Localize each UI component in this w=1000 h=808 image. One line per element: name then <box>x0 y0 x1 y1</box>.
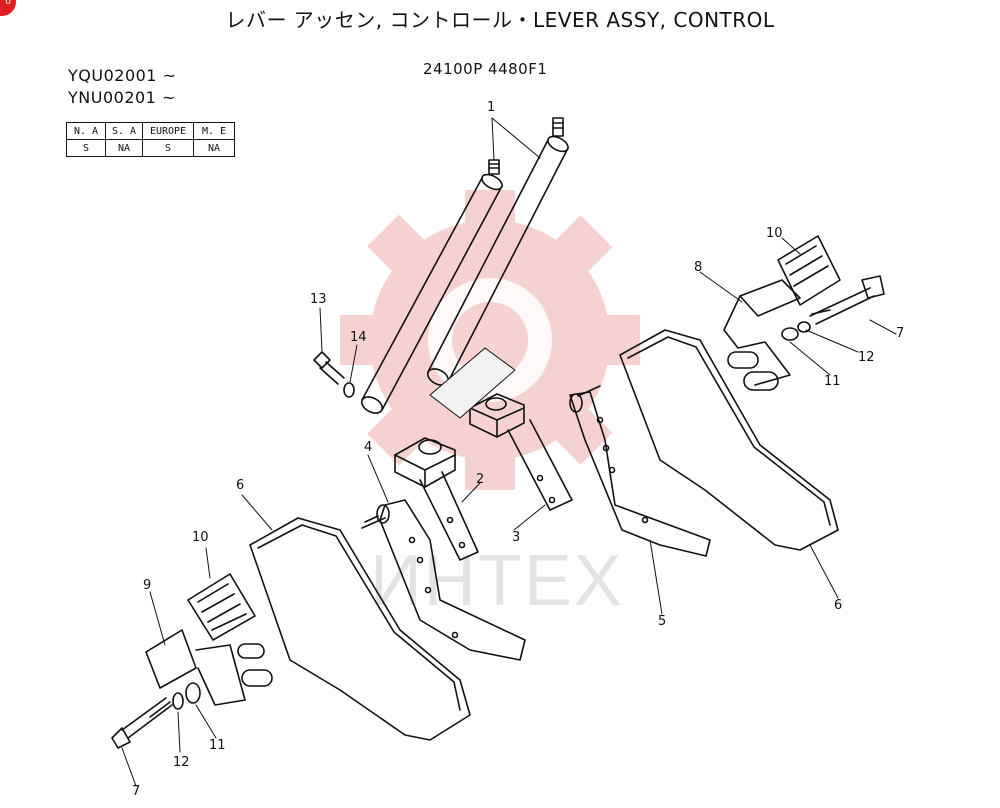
callout-11-left: 11 <box>209 738 226 753</box>
leader-lines <box>121 237 897 787</box>
callout-10-left: 10 <box>192 530 209 545</box>
callout-4: 4 <box>364 440 373 455</box>
callout-10-right: 10 <box>766 226 783 241</box>
control-rod-short <box>360 159 503 414</box>
bolt-right <box>809 275 885 325</box>
callout-14: 14 <box>350 330 367 345</box>
market-table: N. A S. A EUROPE M. E S NA S NA <box>66 122 235 157</box>
callout-13: 13 <box>310 292 327 307</box>
callout-5: 5 <box>658 614 667 629</box>
pedal-pad-left <box>187 573 256 641</box>
market-value-me: NA <box>193 139 235 157</box>
callout-12-left: 12 <box>173 755 190 770</box>
serial-range-2: YNU00201 ~ <box>68 88 176 107</box>
pedal-bracket-left <box>361 499 526 661</box>
washers <box>172 321 811 710</box>
bolt-left <box>111 697 173 749</box>
serial-range-1: YQU02001 ~ <box>68 66 177 85</box>
watermark-text: ИНТЕХ <box>370 541 624 621</box>
callout-1: 1 <box>487 100 496 115</box>
market-table-value-row: S NA S NA <box>66 139 235 157</box>
lever-socket-left <box>394 437 479 561</box>
callout-11-right: 11 <box>824 374 841 389</box>
market-value-na: S <box>66 139 106 157</box>
callout-9: 9 <box>143 578 152 593</box>
pedal-pad-right <box>777 235 841 306</box>
callout-3: 3 <box>512 530 521 545</box>
pedal-bracket-right <box>569 385 711 557</box>
pedal-plate-right <box>619 329 839 551</box>
callout-7-left: 7 <box>132 784 141 799</box>
callout-7-right: 7 <box>896 326 905 341</box>
callout-6-right: 6 <box>834 598 843 613</box>
pedal-plate-left <box>249 517 471 741</box>
diagram-title: レバー アッセン, コントロール・LEVER ASSY, CONTROL <box>225 8 775 32</box>
pedal-arm-right <box>723 279 801 391</box>
part-number: 24100P 4480F1 <box>423 60 548 78</box>
pedal-arm-left <box>145 629 273 706</box>
callout-6-left: 6 <box>236 478 245 493</box>
control-rod-long <box>426 117 569 386</box>
screw-and-nut <box>313 351 355 398</box>
callout-12-right: 12 <box>858 350 875 365</box>
callout-8: 8 <box>694 260 703 275</box>
lever-socket-right <box>429 347 573 511</box>
callout-2: 2 <box>476 472 485 487</box>
